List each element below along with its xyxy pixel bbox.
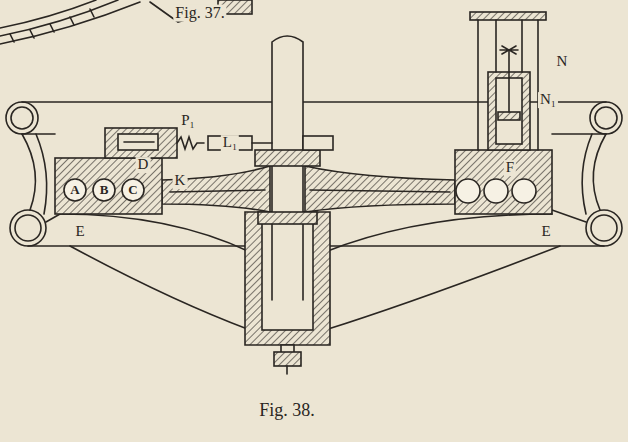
callout-letter: K [173, 173, 188, 189]
callout-letter: N [555, 54, 570, 70]
callout-letter: F [504, 160, 516, 176]
callout-letter: A [70, 183, 79, 197]
left-head [55, 128, 333, 214]
vertical-shaft [255, 36, 320, 300]
callout-letter: N₁ [538, 92, 558, 108]
figure-number: Fig. 37. [173, 5, 226, 22]
callout-letter: D [136, 157, 151, 173]
right-head [455, 12, 552, 214]
callout-letter: C [128, 183, 137, 197]
callout-letter: L₁ [221, 135, 239, 151]
swing-arm [162, 166, 455, 212]
callout-letter: B [100, 183, 109, 197]
fig37-fragment [0, 0, 252, 44]
support-arms [60, 214, 560, 330]
callout-letter: E [73, 224, 86, 240]
callout-letter: E [539, 224, 552, 240]
figure-caption: Fig. 38. [257, 401, 317, 420]
callout-letter: P₁ [179, 113, 197, 129]
